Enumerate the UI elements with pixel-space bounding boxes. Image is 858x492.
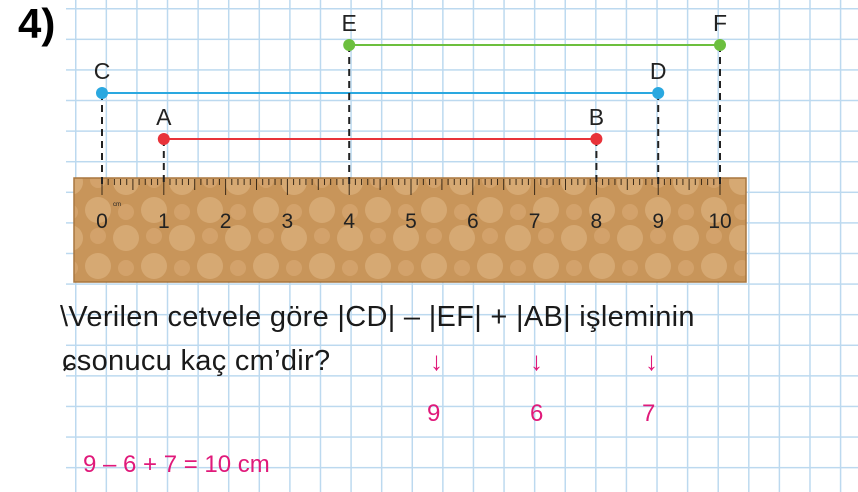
point-b — [590, 133, 603, 145]
question-line-1: \Verilen cetvele göre |CD| – |EF| + |AB|… — [60, 301, 695, 333]
answer-cd: 9 — [427, 400, 441, 427]
point-a — [157, 133, 170, 145]
ruler-unit-label: cm — [113, 202, 121, 208]
ruler-tick-label: 8 — [591, 210, 603, 233]
point-label-d: D — [650, 58, 667, 84]
ruler-ticks — [101, 179, 721, 195]
question-number: 4) — [18, 0, 56, 47]
ruler-tick-label: 7 — [529, 210, 541, 233]
ruler: 0 1 2 3 4 5 6 7 8 9 10 cm — [73, 177, 747, 283]
equation: 9 – 6 + 7 = 10 cm — [83, 451, 270, 478]
ruler-tick-label: 1 — [158, 210, 170, 233]
answer-ef: 6 — [530, 400, 544, 427]
ruler-tick-label: 10 — [708, 210, 731, 233]
ruler-tick-label: 3 — [282, 210, 294, 233]
question-line-2: ɕsonucu kaç cm’dir? — [62, 345, 331, 377]
ruler-figure: 0 1 2 3 4 5 6 7 8 9 10 cm C D A B E F — [73, 10, 747, 283]
arrow-ab-icon: ↓ — [645, 346, 658, 376]
point-label-b: B — [589, 104, 604, 130]
point-label-f: F — [713, 10, 727, 36]
segments: C D A B E F — [94, 10, 727, 184]
ruler-tick-label: 6 — [467, 210, 479, 233]
ruler-tick-label: 5 — [405, 210, 417, 233]
point-label-a: A — [156, 104, 172, 130]
ruler-labels: 0 1 2 3 4 5 6 7 8 9 10 — [96, 210, 732, 233]
ruler-body — [74, 178, 746, 282]
ruler-tick-label: 0 — [96, 210, 108, 233]
ruler-tick-label: 2 — [220, 210, 232, 233]
point-label-e: E — [342, 10, 357, 36]
point-d — [652, 87, 665, 99]
arrow-ef-icon: ↓ — [530, 346, 543, 376]
left-margin — [0, 0, 66, 492]
point-c — [96, 87, 108, 99]
point-f — [714, 39, 726, 51]
point-label-c: C — [94, 58, 111, 84]
arrow-cd-icon: ↓ — [430, 346, 443, 376]
point-e — [343, 39, 356, 51]
ruler-tick-label: 4 — [343, 210, 355, 233]
answer-ab: 7 — [642, 400, 656, 427]
ruler-tick-label: 9 — [652, 210, 664, 233]
